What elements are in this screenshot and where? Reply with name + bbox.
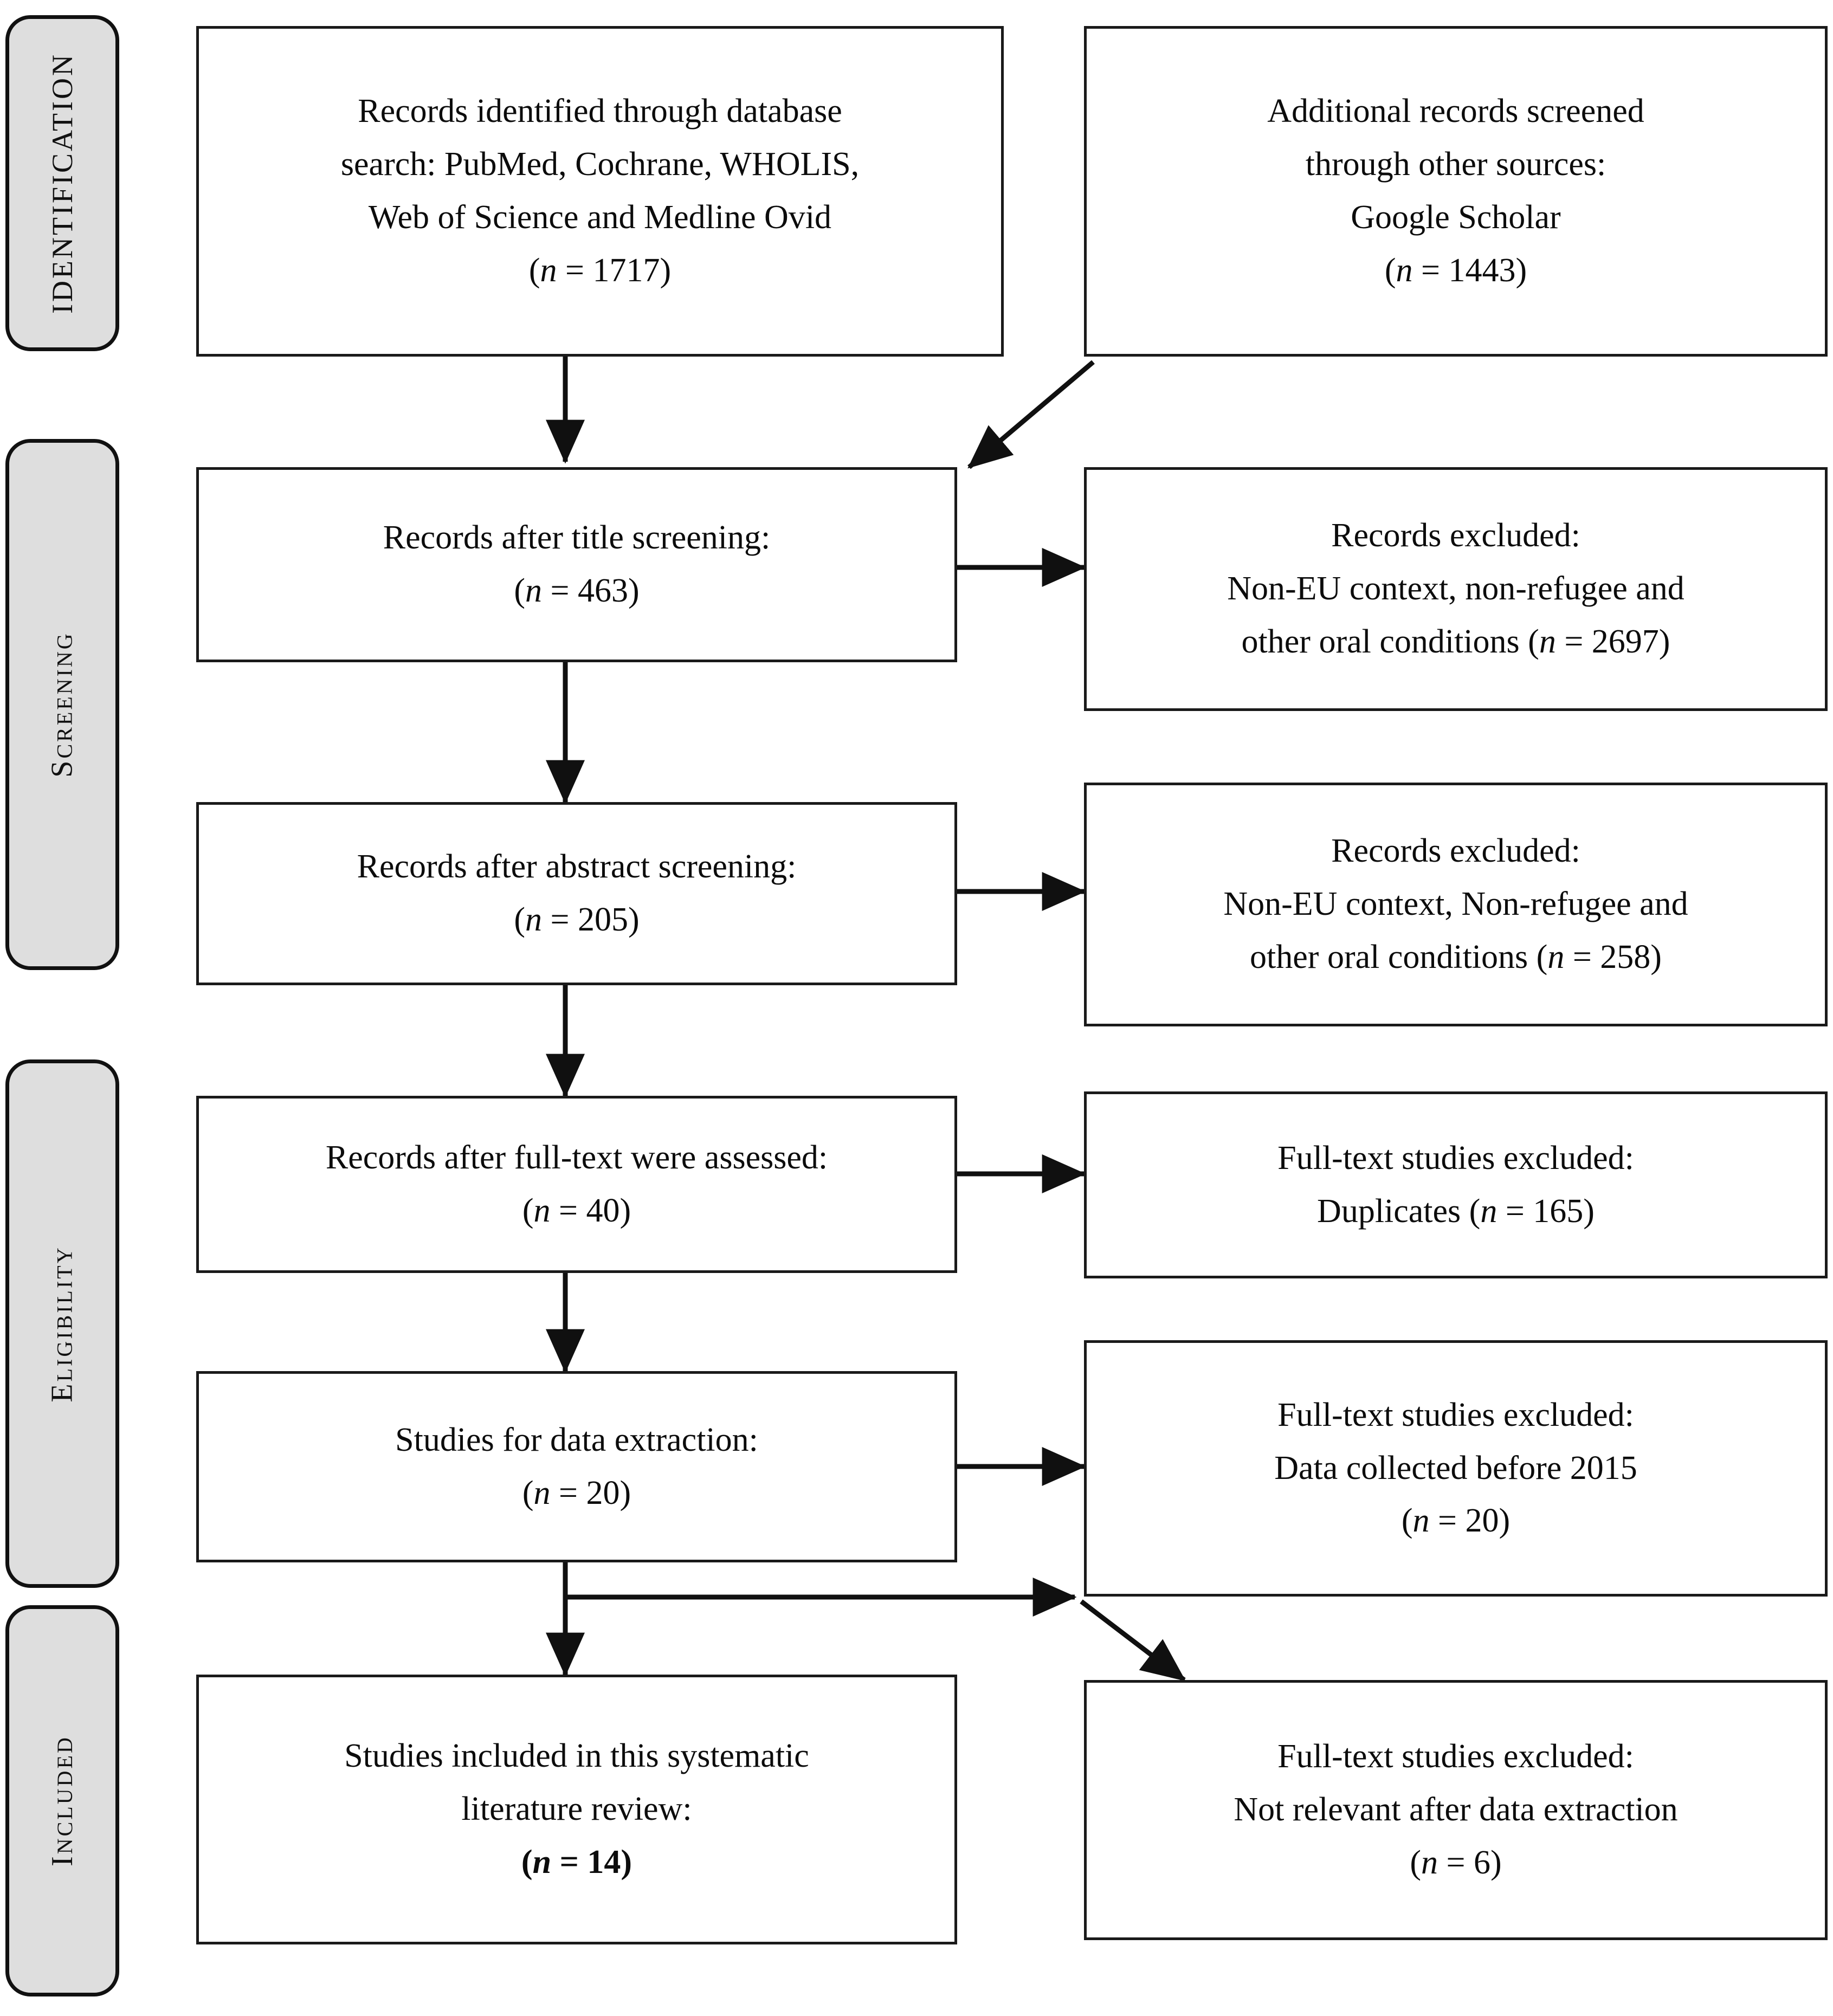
box-count: (n = 1717) xyxy=(528,251,672,289)
box-line: Records excluded: xyxy=(1331,517,1580,554)
stage-label-eligibility: ELIGIBILITY xyxy=(46,1245,80,1403)
stage-label-eligibility-lead: E xyxy=(46,1381,80,1403)
box-additional-records-other-sources: Additional records screened through othe… xyxy=(1084,26,1828,357)
box-line: Google Scholar xyxy=(1351,199,1561,236)
box-line: Data collected before 2015 xyxy=(1274,1449,1637,1487)
box-line: through other sources: xyxy=(1305,146,1606,183)
stage-label-screening: SCREENING xyxy=(46,631,79,778)
box-count: (n = 40) xyxy=(522,1192,631,1229)
box-line: Studies for data extraction: xyxy=(395,1421,758,1458)
stage-pill-screening: SCREENING xyxy=(5,439,119,970)
box-line: Non-EU context, Non-refugee and xyxy=(1223,886,1688,923)
box-count: Duplicates (n = 165) xyxy=(1317,1192,1595,1230)
box-line: Full-text studies excluded: xyxy=(1277,1738,1634,1775)
box-line: Records after abstract screening: xyxy=(357,848,797,886)
stage-label-included: INCLUDED xyxy=(46,1735,79,1866)
box-count: (n = 6) xyxy=(1410,1844,1502,1881)
box-records-excluded-abstract: Records excluded: Non-EU context, Non-re… xyxy=(1084,783,1828,1026)
stage-pill-eligibility: ELIGIBILITY xyxy=(5,1059,119,1588)
box-records-identified-database: Records identified through database sear… xyxy=(196,26,1004,357)
stage-pill-included: INCLUDED xyxy=(5,1605,119,1996)
box-studies-for-data-extraction: Studies for data extraction: (n = 20) xyxy=(196,1371,957,1562)
box-count: (n = 463) xyxy=(514,572,640,609)
box-line: Not relevant after data extraction xyxy=(1234,1791,1678,1828)
box-count: other oral conditions (n = 2697) xyxy=(1241,623,1670,660)
box-line: Full-text studies excluded: xyxy=(1277,1396,1634,1433)
stage-label-identification: IDENTIFICATION xyxy=(46,53,79,314)
box-line: literature review: xyxy=(461,1791,692,1828)
box-records-after-fulltext-assessed: Records after full-text were assessed: (… xyxy=(196,1096,957,1273)
stage-label-screening-lead: S xyxy=(46,758,79,778)
box-records-after-abstract-screening: Records after abstract screening: (n = 2… xyxy=(196,802,957,985)
box-studies-included-systematic-review: Studies included in this systematic lite… xyxy=(196,1675,957,1944)
arrow-branch-to-excluded-not-relevant xyxy=(1080,1599,1186,1682)
box-records-after-title-screening: Records after title screening: (n = 463) xyxy=(196,467,957,662)
box-count: (n = 20) xyxy=(1401,1502,1511,1540)
box-line: Records after full-text were assessed: xyxy=(325,1139,828,1176)
box-count: (n = 20) xyxy=(522,1474,631,1511)
box-records-excluded-title: Records excluded: Non-EU context, non-re… xyxy=(1084,467,1828,711)
box-line: search: PubMed, Cochrane, WHOLIS, xyxy=(340,146,860,183)
box-line: Web of Science and Medline Ovid xyxy=(368,199,832,236)
box-line: Additional records screened xyxy=(1267,93,1644,130)
box-line: Records excluded: xyxy=(1331,832,1580,870)
box-fulltext-excluded-before-2015: Full-text studies excluded: Data collect… xyxy=(1084,1340,1828,1597)
stage-pill-identification: IDENTIFICATION xyxy=(5,15,119,351)
box-fulltext-excluded-duplicates: Full-text studies excluded: Duplicates (… xyxy=(1084,1091,1828,1278)
box-line: Non-EU context, non-refugee and xyxy=(1227,570,1684,608)
box-count: (n = 205) xyxy=(514,901,640,938)
box-count: (n = 1443) xyxy=(1384,251,1527,289)
box-count: other oral conditions (n = 258) xyxy=(1250,938,1662,975)
box-fulltext-excluded-not-relevant: Full-text studies excluded: Not relevant… xyxy=(1084,1680,1828,1940)
stage-label-included-lead: I xyxy=(46,1854,79,1866)
arrow-other-sources-to-title-screening xyxy=(967,360,1095,469)
box-count: (n = 14) xyxy=(521,1843,632,1881)
box-line: Records identified through database xyxy=(358,93,842,130)
box-line: Studies included in this systematic xyxy=(344,1737,809,1775)
stage-label-eligibility-rest: LIGIBILITY xyxy=(53,1245,78,1381)
stage-label-included-rest: NCLUDED xyxy=(53,1735,77,1855)
stage-label-screening-rest: CREENING xyxy=(53,631,77,759)
box-line: Full-text studies excluded: xyxy=(1277,1139,1634,1177)
box-line: Records after title screening: xyxy=(383,519,771,557)
